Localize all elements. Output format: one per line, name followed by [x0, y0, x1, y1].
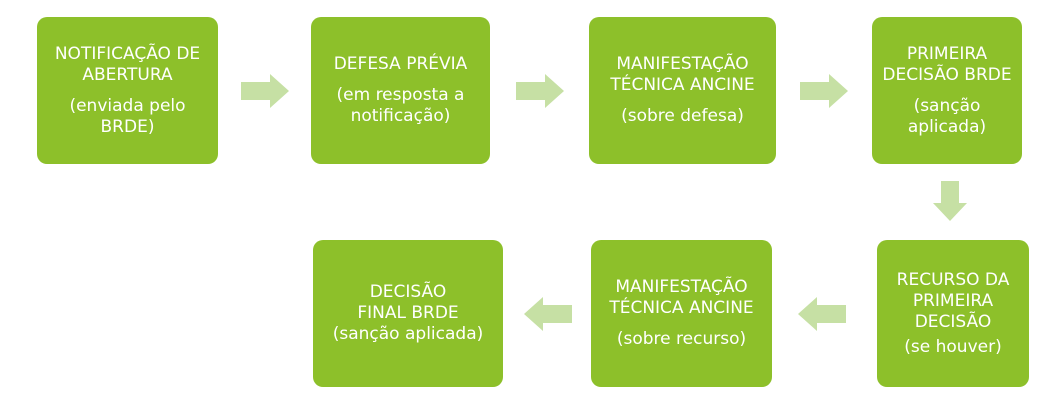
step-subtitle: (enviada pelo BRDE)	[69, 95, 186, 137]
step-title: DECISÃO FINAL BRDE	[357, 282, 459, 323]
step-notificacao-abertura: NOTIFICAÇÃO DE ABERTURA (enviada pelo BR…	[37, 17, 218, 164]
step-decisao-final: DECISÃO FINAL BRDE (sanção aplicada)	[313, 240, 503, 387]
arrow-down-icon	[933, 181, 967, 221]
arrow-right-icon	[516, 74, 564, 108]
step-title: PRIMEIRA DECISÃO BRDE	[882, 43, 1012, 85]
step-title: RECURSO DA PRIMEIRA DECISÃO	[896, 269, 1010, 332]
arrow-right-icon	[241, 74, 289, 108]
step-manifestacao-defesa: MANIFESTAÇÃO TÉCNICA ANCINE (sobre defes…	[589, 17, 776, 164]
step-primeira-decisao: PRIMEIRA DECISÃO BRDE (sanção aplicada)	[872, 17, 1022, 164]
step-subtitle: (sobre defesa)	[621, 106, 744, 126]
step-title: MANIFESTAÇÃO TÉCNICA ANCINE	[610, 54, 755, 95]
arrow-right-icon	[800, 74, 848, 108]
arrow-left-icon	[524, 297, 572, 331]
arrow-left-icon	[798, 297, 846, 331]
step-subtitle: (se houver)	[904, 336, 1002, 357]
step-subtitle: (sanção aplicada)	[907, 95, 987, 137]
step-title: MANIFESTAÇÃO TÉCNICA ANCINE	[609, 277, 754, 318]
step-manifestacao-recurso: MANIFESTAÇÃO TÉCNICA ANCINE (sobre recur…	[591, 240, 772, 387]
step-title: NOTIFICAÇÃO DE ABERTURA	[54, 43, 201, 85]
step-title: DEFESA PRÉVIA	[333, 54, 468, 74]
step-subtitle: (sanção aplicada)	[332, 324, 484, 344]
step-recurso: RECURSO DA PRIMEIRA DECISÃO (se houver)	[877, 240, 1029, 387]
step-subtitle: (em resposta a notificação)	[336, 85, 465, 126]
step-defesa-previa: DEFESA PRÉVIA (em resposta a notificação…	[311, 17, 490, 164]
step-subtitle: (sobre recurso)	[616, 329, 747, 349]
